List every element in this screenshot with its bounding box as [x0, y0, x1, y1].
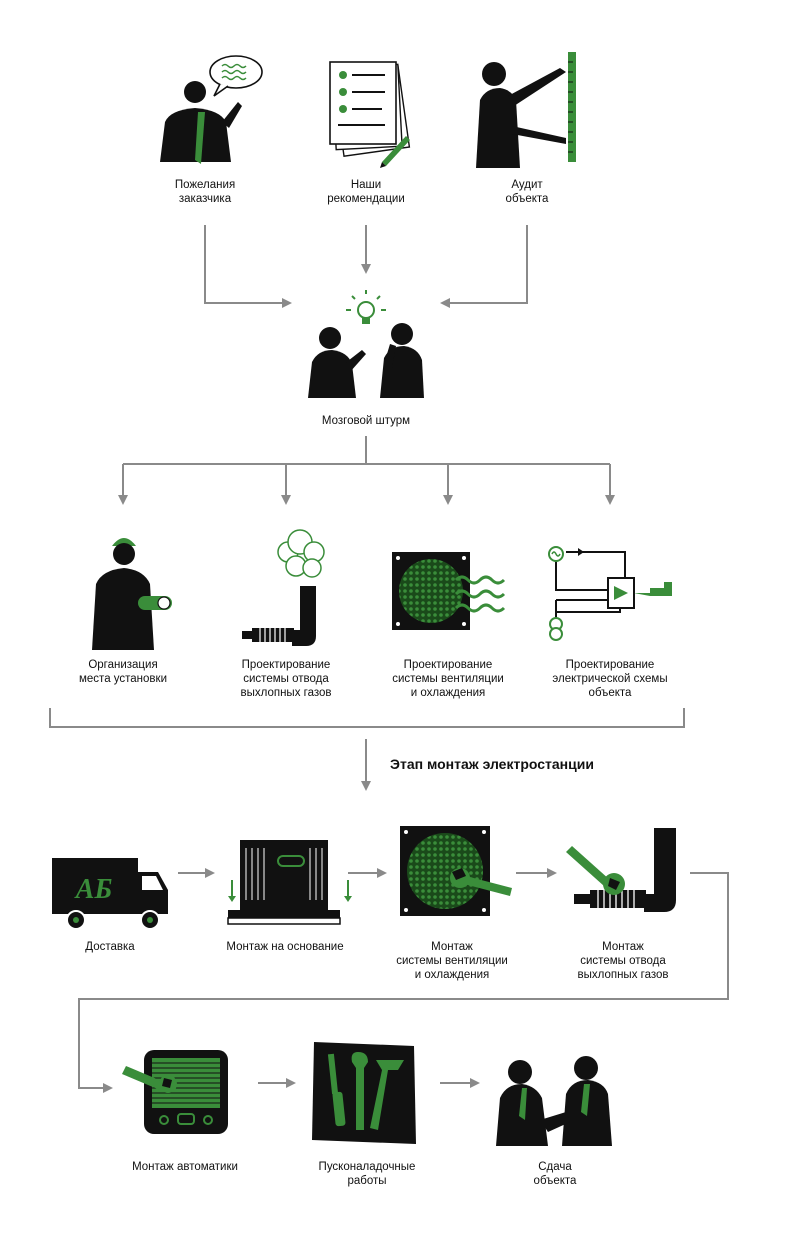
measuring-man-icon: [476, 52, 576, 168]
controller-wrench-icon: [122, 1050, 228, 1134]
truck-logo: АБ: [74, 874, 113, 905]
two-men-lightbulb-icon: [308, 290, 424, 398]
circuit-schema-icon: [548, 546, 672, 641]
label-base-mounting: Монтаж на основание: [226, 941, 344, 953]
stage-title: Этап монтаж электростанции: [390, 756, 594, 772]
checklist-icon: [329, 61, 411, 168]
tools-icon: [312, 1042, 416, 1144]
handshake-icon: [496, 1056, 612, 1146]
exhaust-pipe-icon: [242, 529, 325, 646]
label-delivery: Доставка: [85, 941, 135, 953]
connector-design-bracket: [49, 708, 685, 728]
connector-wishes: [204, 225, 292, 308]
label-brainstorm: Мозговой штурм: [321, 415, 411, 427]
speaking-man-icon: [160, 55, 263, 164]
connector-wrap: [78, 872, 729, 1093]
worker-helmet-icon: [92, 538, 172, 650]
connector-audit: [440, 225, 528, 308]
label-automation-mounting: Монтаж автоматики: [132, 1161, 238, 1173]
fan-grille-icon: [392, 552, 506, 630]
fan-wrench-icon: [400, 826, 512, 916]
delivery-truck-icon: АБ: [52, 858, 168, 930]
connectors: [49, 225, 729, 1093]
pipe-wrench-icon: [566, 828, 676, 912]
connector-brainstorm-split: [123, 436, 610, 465]
generator-base-icon: [227, 840, 352, 925]
